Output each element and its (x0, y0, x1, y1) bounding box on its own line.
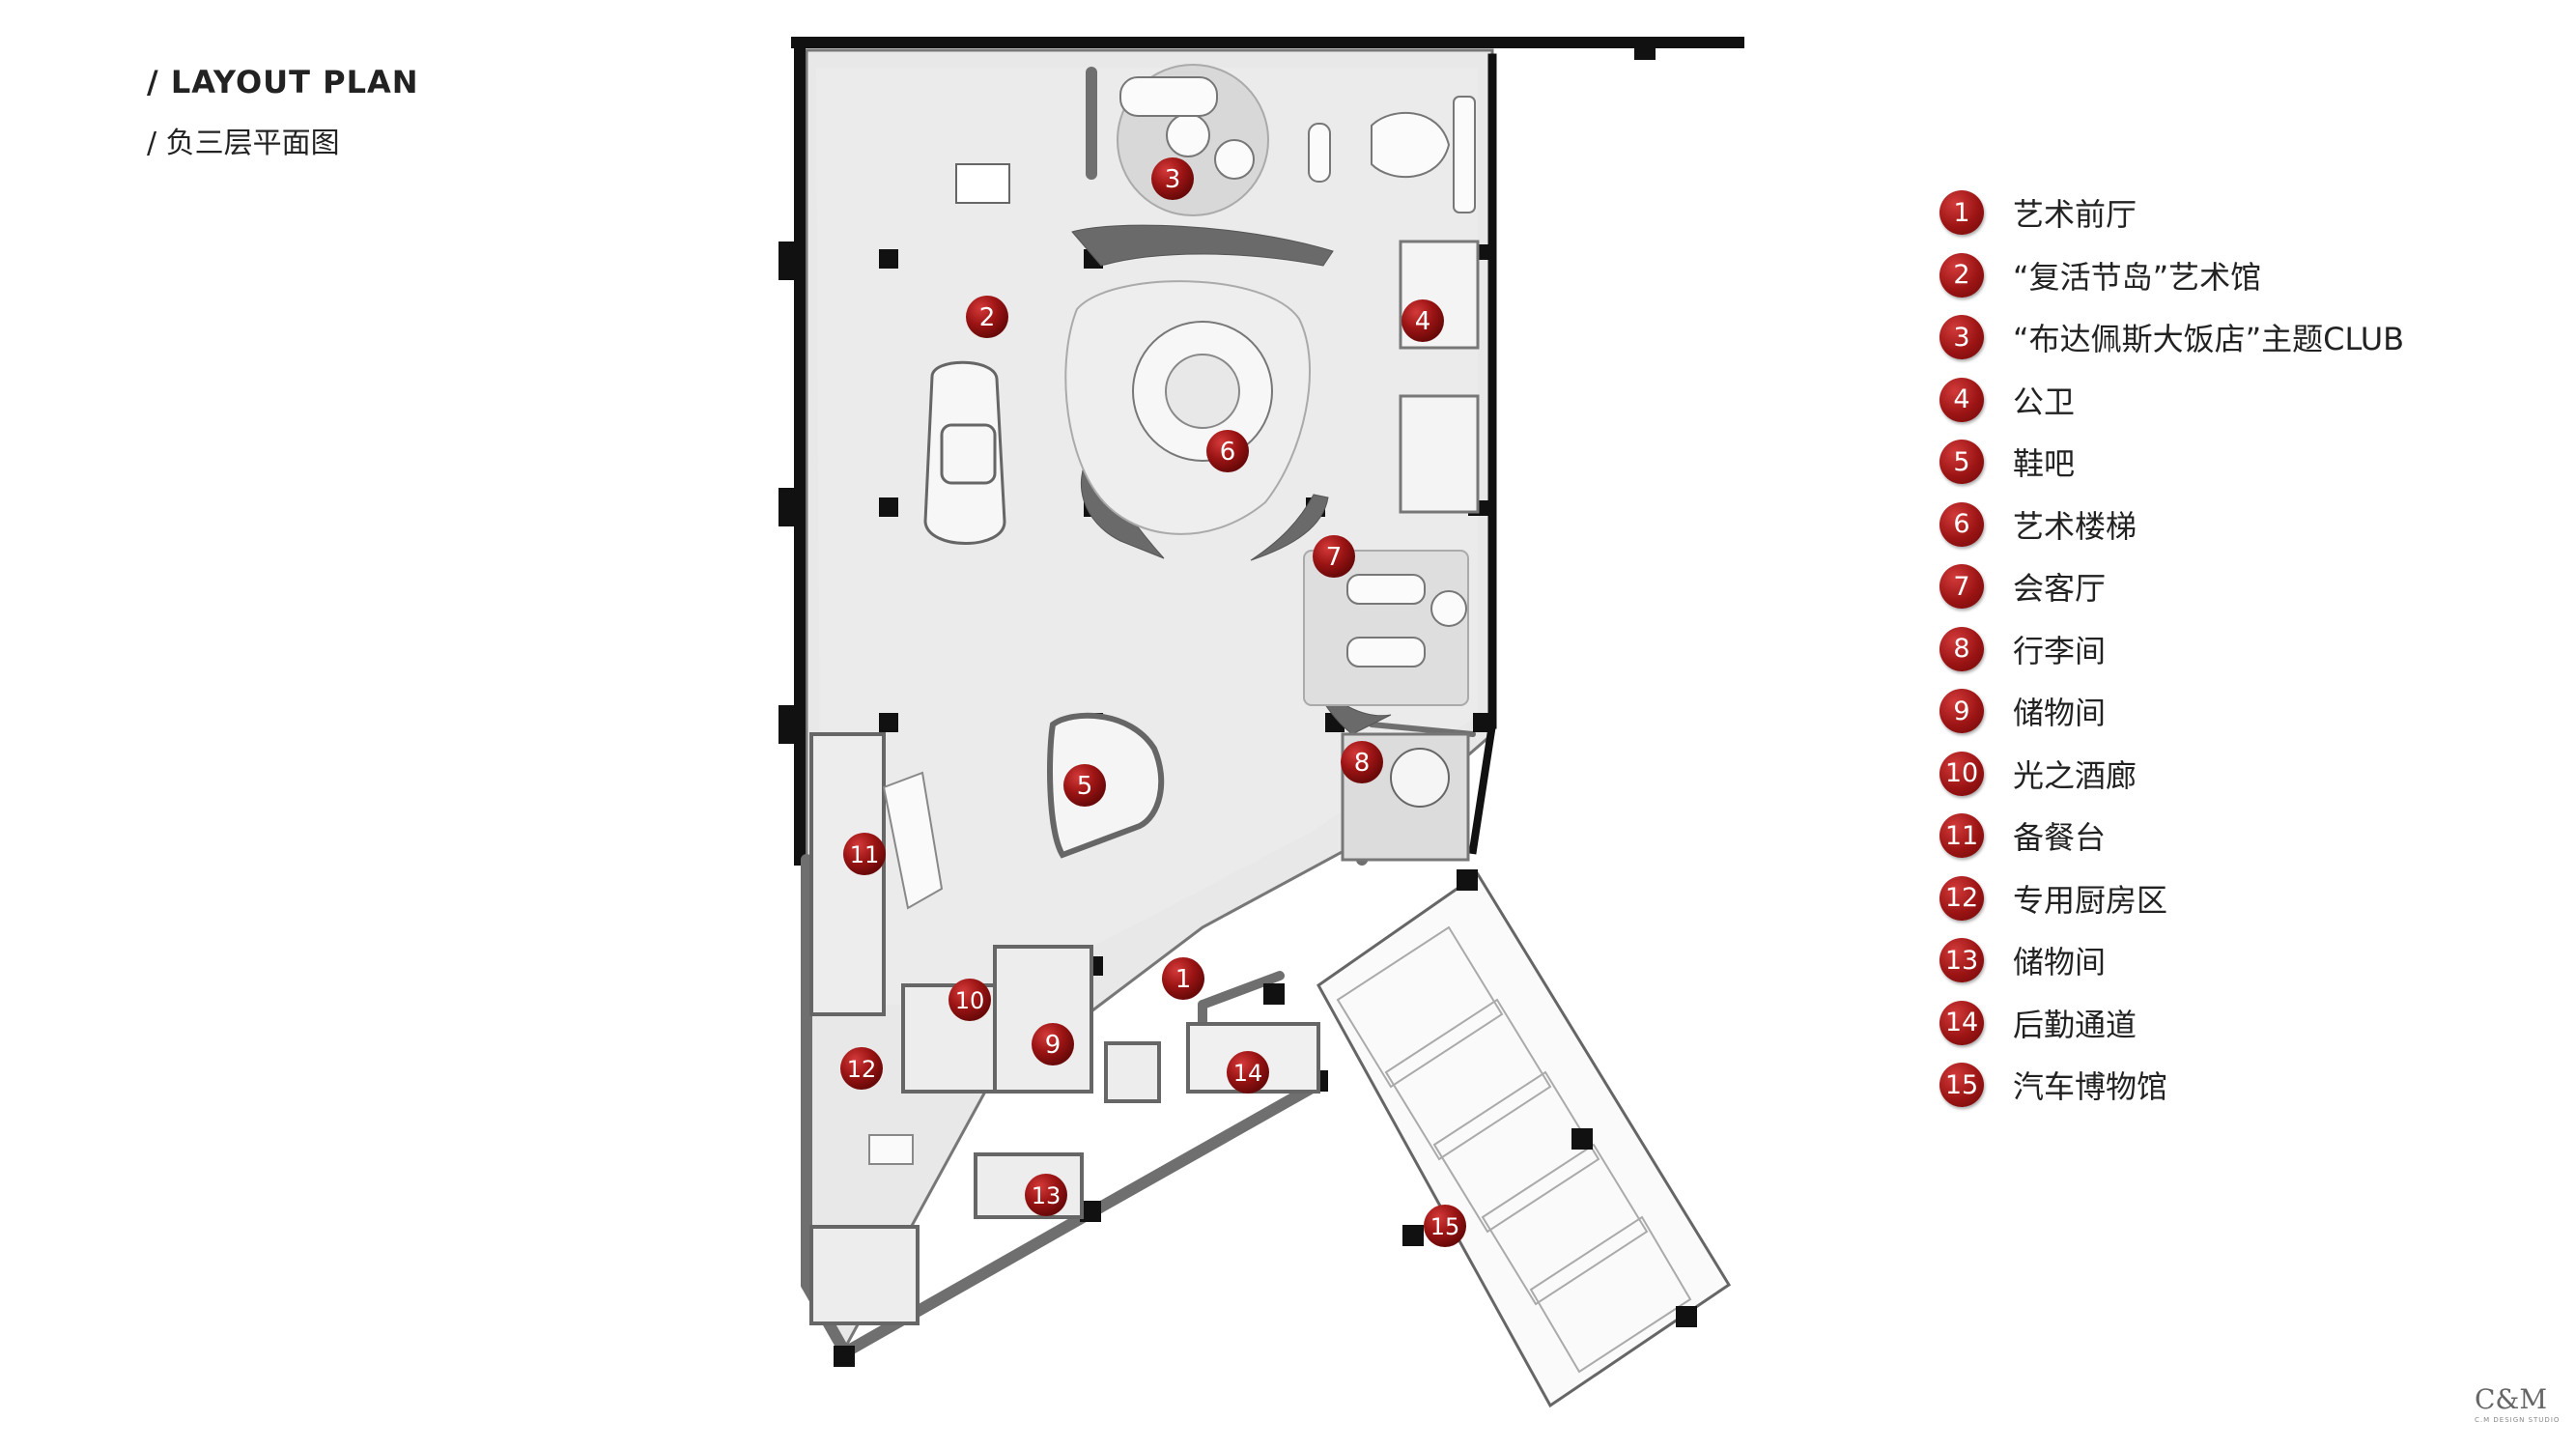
legend-item: 1 艺术前厅 (1939, 182, 2404, 244)
page-subtitle: / 负三层平面图 (147, 127, 340, 160)
brand-logo: C&M (2475, 1383, 2548, 1415)
legend-badge: 7 (1939, 564, 1984, 610)
legend-label: 公卫 (2013, 383, 2076, 420)
legend-label: “复活节岛”艺术馆 (2013, 258, 2262, 296)
legend-label: “布达佩斯大饭店”主题CLUB (2013, 321, 2405, 358)
legend-item: 2 “复活节岛”艺术馆 (1939, 244, 2404, 307)
marker-label: 7 (1326, 543, 1343, 572)
prep-counter (868, 771, 944, 1165)
legend-badge: 12 (1939, 875, 1984, 921)
legend-badge: 15 (1939, 1063, 1984, 1108)
luggage-room (1341, 732, 1470, 862)
legend-item: 9 储物间 (1939, 680, 2404, 743)
legend-badge: 2 (1939, 252, 1984, 298)
legend-item: 15 汽车博物馆 (1939, 1054, 2404, 1117)
marker-label: 6 (1220, 438, 1236, 467)
legend-badge: 1 (1939, 190, 1984, 236)
plan-marker-6: 6 (1206, 430, 1249, 472)
legend-item: 13 储物间 (1939, 929, 2404, 992)
legend-badge: 14 (1939, 1000, 1984, 1045)
legend-badge: 3 (1939, 315, 1984, 360)
marker-label: 9 (1045, 1031, 1062, 1060)
plan-marker-2: 2 (966, 296, 1008, 338)
marker-label: 10 (955, 987, 985, 1014)
legend-item: 7 会客厅 (1939, 555, 2404, 618)
marker-label: 3 (1165, 165, 1181, 194)
legend-badge: 10 (1939, 751, 1984, 796)
plan-marker-8: 8 (1341, 741, 1383, 783)
legend-label: 汽车博物馆 (2013, 1068, 2168, 1106)
legend-item: 14 后勤通道 (1939, 992, 2404, 1055)
legend-label: 专用厨房区 (2013, 881, 2168, 919)
legend-badge: 8 (1939, 626, 1984, 671)
legend-item: 4 公卫 (1939, 369, 2404, 432)
legend-label: 光之酒廊 (2013, 756, 2137, 794)
plan-marker-4: 4 (1401, 299, 1444, 342)
plan-marker-15: 15 (1424, 1205, 1466, 1247)
plan-marker-5: 5 (1063, 764, 1106, 807)
legend-label: 艺术前厅 (2013, 196, 2137, 234)
plan-marker-14: 14 (1227, 1051, 1269, 1094)
legend-item: 8 行李间 (1939, 618, 2404, 681)
art-staircase (1064, 280, 1311, 535)
legend-label: 储物间 (2013, 695, 2107, 732)
marker-label: 13 (1032, 1182, 1062, 1209)
legend-item: 5 鞋吧 (1939, 431, 2404, 494)
legend-item: 12 专用厨房区 (1939, 867, 2404, 930)
legend-item: 10 光之酒廊 (1939, 743, 2404, 806)
marker-label: 2 (979, 303, 996, 332)
marker-label: 8 (1354, 749, 1371, 778)
reception-desk (955, 163, 1010, 204)
marker-label: 4 (1415, 307, 1431, 336)
brand-tagline: C.M DESIGN STUDIO (2475, 1416, 2561, 1424)
legend-label: 鞋吧 (2013, 445, 2076, 483)
lounge-furniture (1303, 550, 1469, 706)
legend-item: 3 “布达佩斯大饭店”主题CLUB (1939, 306, 2404, 369)
plan-marker-13: 13 (1025, 1174, 1067, 1216)
service-rooms (809, 732, 1320, 1325)
marker-label: 12 (847, 1056, 877, 1083)
marker-label: 14 (1233, 1060, 1263, 1087)
legend-badge: 5 (1939, 440, 1984, 485)
parking-bays (1336, 925, 1692, 1374)
plan-marker-7: 7 (1313, 535, 1355, 578)
legend-item: 11 备餐台 (1939, 805, 2404, 867)
marker-label: 15 (1430, 1213, 1460, 1240)
legend-label: 备餐台 (2013, 819, 2107, 857)
legend-label: 会客厅 (2013, 570, 2107, 608)
legend-badge: 13 (1939, 938, 1984, 983)
page-title: / LAYOUT PLAN (147, 64, 419, 100)
legend-badge: 6 (1939, 501, 1984, 547)
vintage-car (923, 360, 1006, 545)
plan-marker-9: 9 (1032, 1023, 1074, 1065)
plan-markers: 1 2 3 4 5 6 7 8 9 10 11 12 13 14 15 (840, 157, 1466, 1247)
marker-label: 5 (1077, 772, 1093, 801)
legend-item: 6 艺术楼梯 (1939, 494, 2404, 556)
legend-badge: 11 (1939, 813, 1984, 859)
legend-badge: 9 (1939, 689, 1984, 734)
legend-label: 后勤通道 (2013, 1006, 2137, 1043)
legend-label: 行李间 (2013, 632, 2107, 669)
plan-marker-3: 3 (1151, 157, 1194, 200)
marker-label: 1 (1175, 965, 1192, 994)
legend-label: 储物间 (2013, 944, 2107, 981)
car-museum-wing (1316, 871, 1732, 1408)
plan-marker-1: 1 (1162, 957, 1204, 1000)
legend-badge: 4 (1939, 377, 1984, 422)
marker-label: 11 (850, 841, 880, 868)
legend-label: 艺术楼梯 (2013, 507, 2137, 545)
plan-marker-11: 11 (843, 833, 886, 875)
plan-marker-12: 12 (840, 1047, 883, 1090)
plan-marker-10: 10 (948, 979, 991, 1021)
